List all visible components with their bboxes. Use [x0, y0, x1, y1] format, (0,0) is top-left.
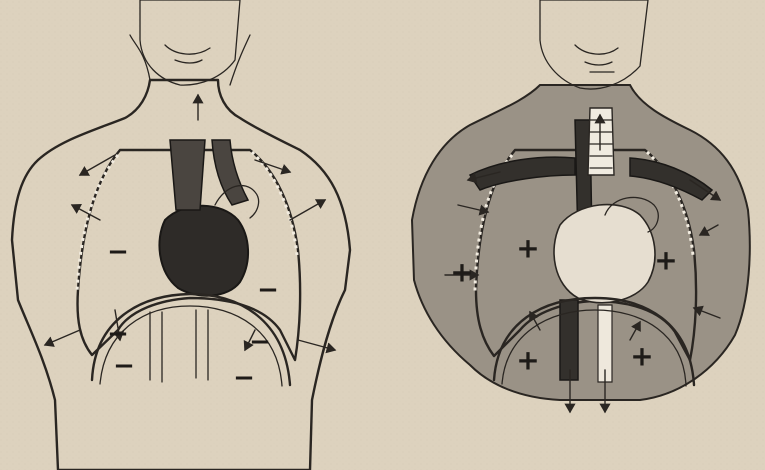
- left-sign-2: −: [257, 275, 279, 305]
- left-sign-6: −: [249, 327, 271, 357]
- right-sign-5: +: [450, 256, 473, 289]
- right-trachea: [588, 108, 614, 175]
- left-sign-3: −: [113, 351, 135, 381]
- left-heart: [159, 206, 248, 296]
- right-heart: [554, 205, 655, 303]
- right-sign-2: +: [654, 244, 677, 277]
- right-sign-1: +: [516, 232, 539, 265]
- left-sign-4: −: [233, 363, 255, 393]
- left-sign-1: −: [107, 237, 129, 267]
- left-sign-5: −: [107, 319, 129, 349]
- right-sign-3: +: [516, 344, 539, 377]
- right-sign-4: +: [630, 340, 653, 373]
